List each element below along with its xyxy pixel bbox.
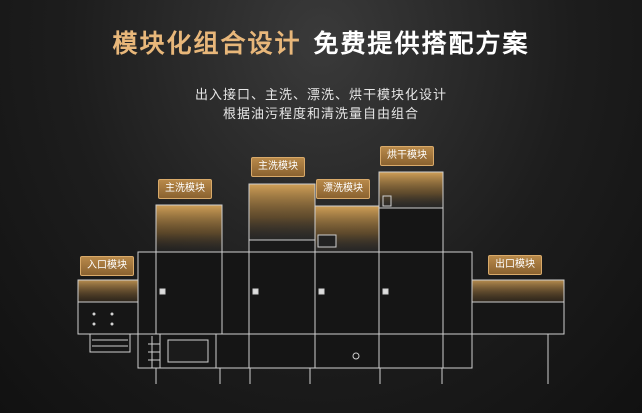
tag-rinse-module: 漂洗模块	[316, 179, 370, 199]
tag-inlet-module: 入口模块	[80, 256, 134, 276]
subtitle-line-1: 出入接口、主洗、漂洗、烘干模块化设计	[194, 88, 447, 103]
headline-main: 免费提供搭配方案	[313, 29, 530, 58]
tag-mainwash-module: 主洗模块	[251, 157, 305, 177]
headline: 模块化组合设计免费提供搭配方案	[0, 24, 642, 60]
tag-prewash-module: 主洗模块	[158, 179, 212, 199]
subtitle-line-2: 根据油污程度和清洗量自由组合	[222, 107, 419, 122]
tag-dry-module: 烘干模块	[380, 146, 434, 166]
tag-outlet-module: 出口模块	[488, 255, 542, 275]
inlet-section	[77, 279, 139, 353]
headline-accent: 模块化组合设计	[112, 29, 302, 58]
